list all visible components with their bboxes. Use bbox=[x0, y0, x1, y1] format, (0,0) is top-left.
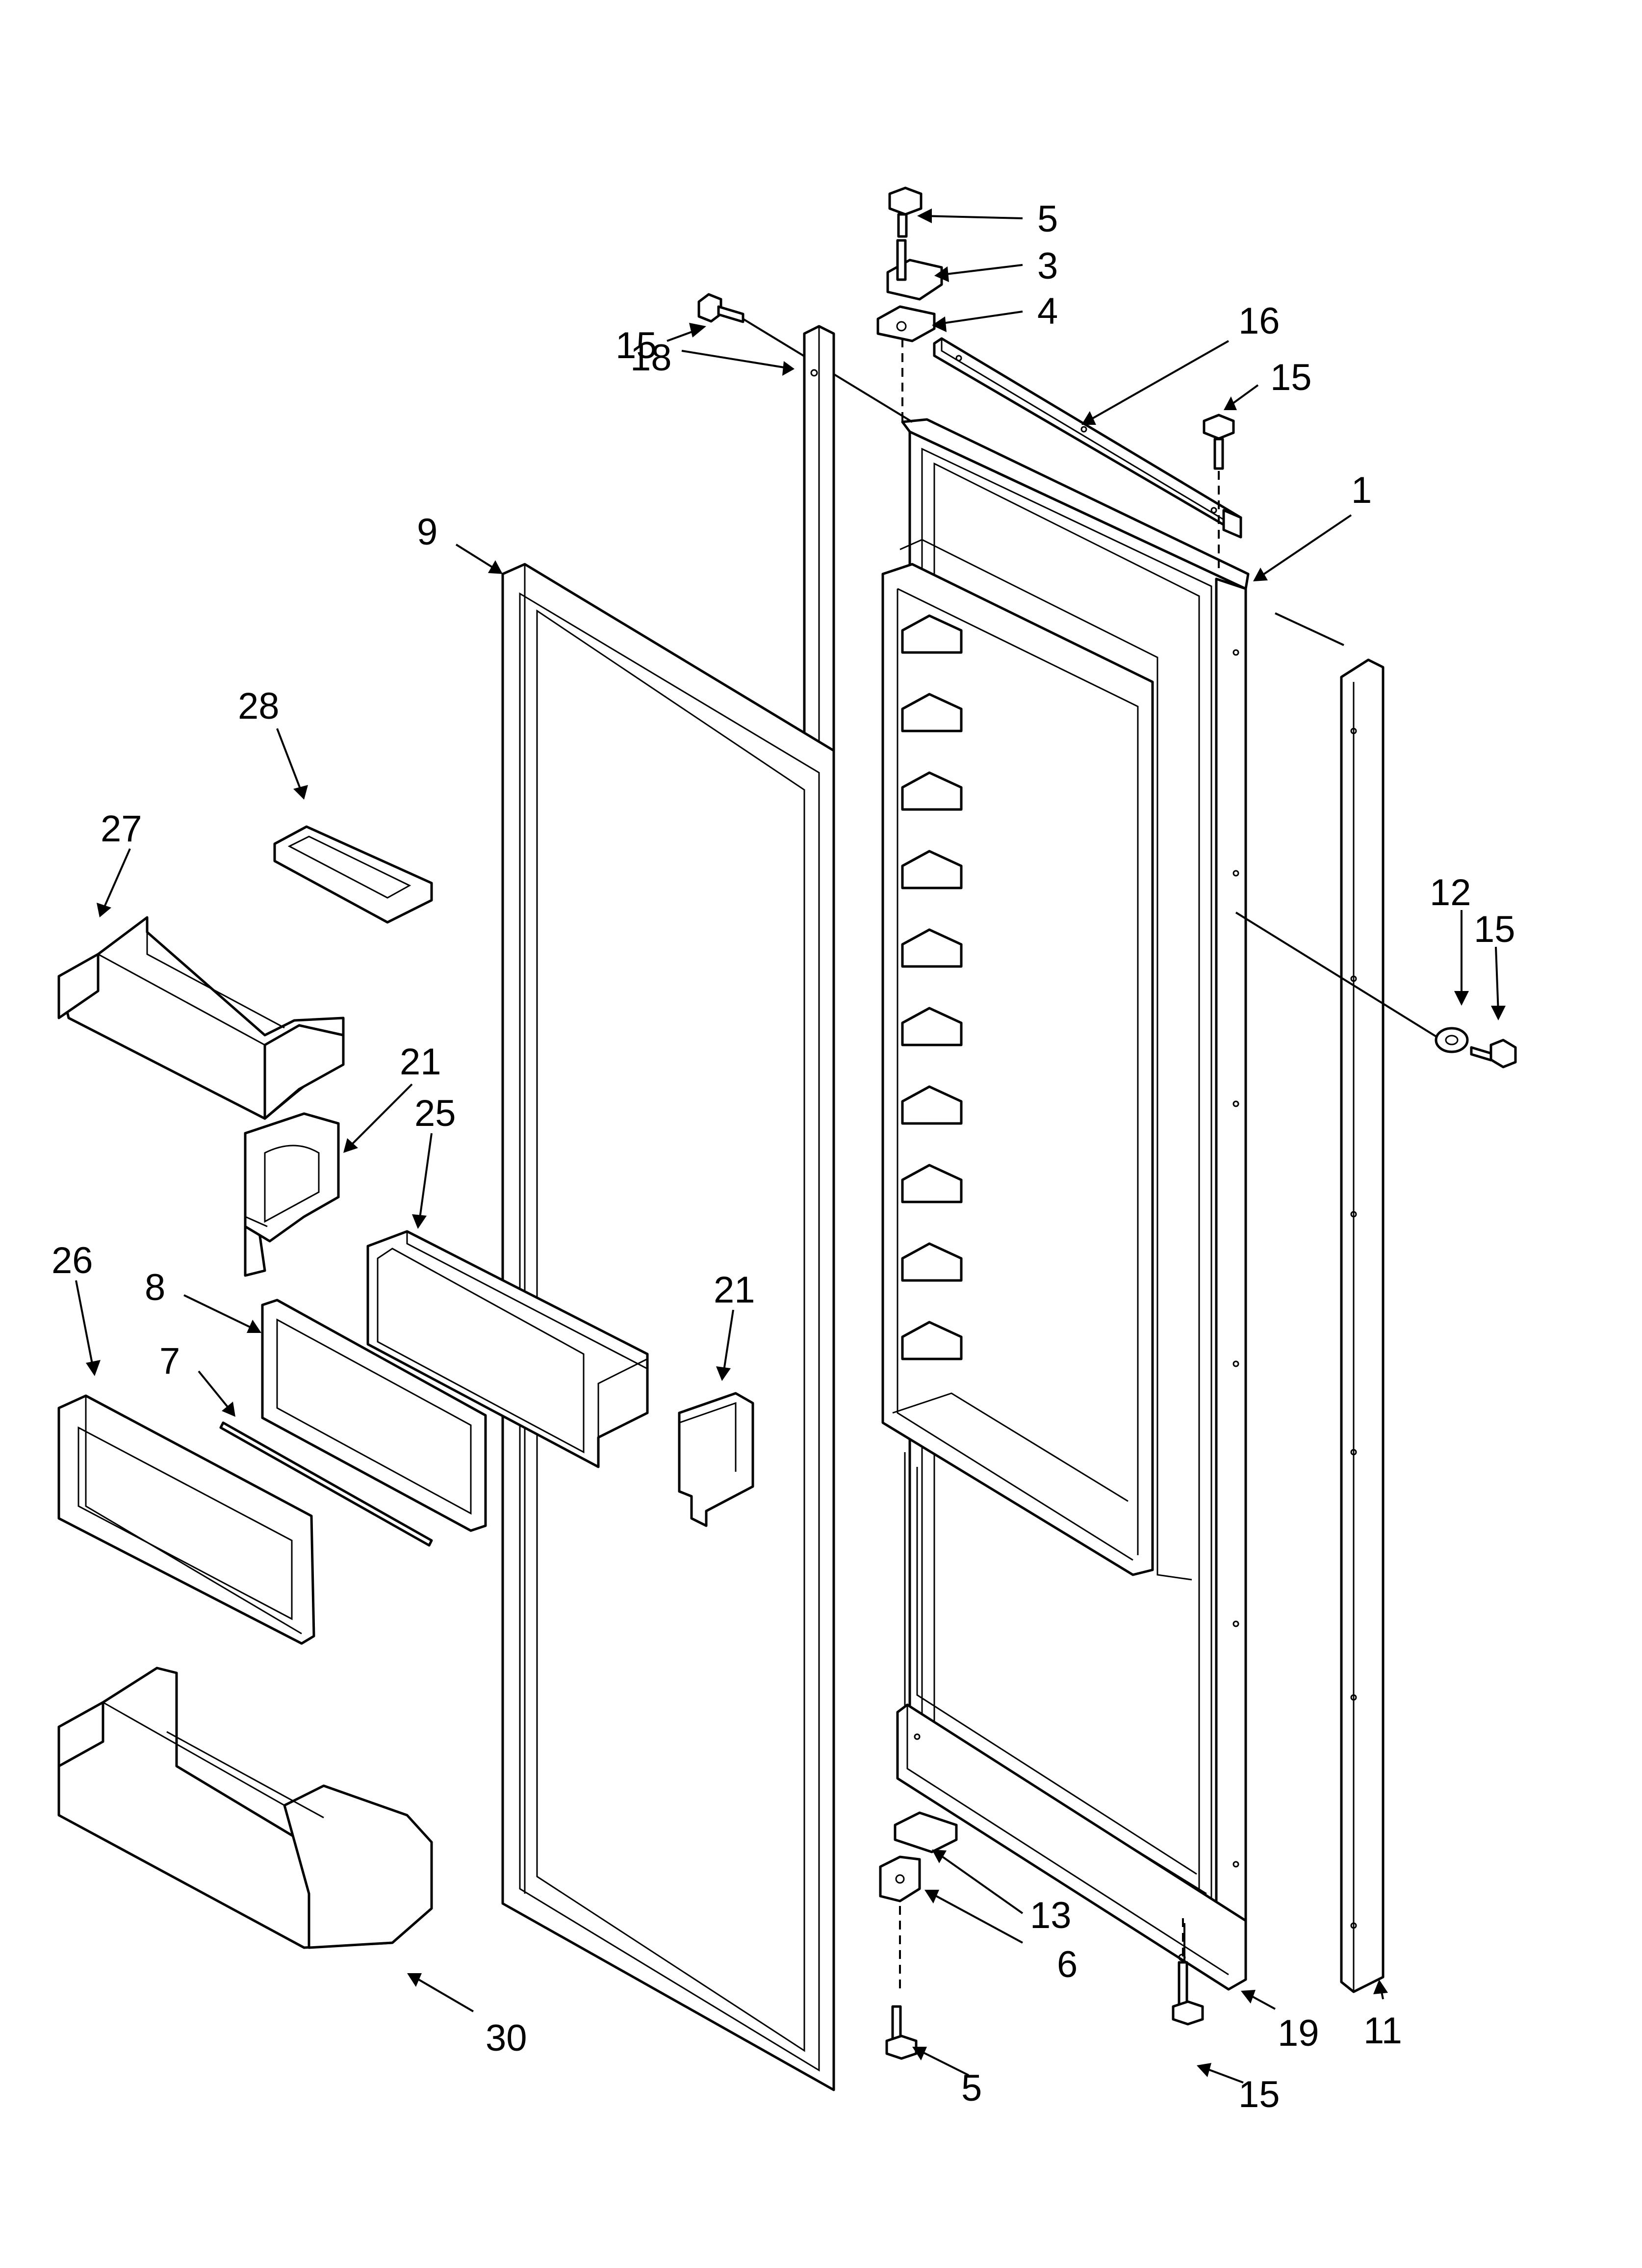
callout-label-26: 26 bbox=[51, 1240, 93, 1281]
callout-label-15-side: 15 bbox=[1474, 909, 1515, 950]
callout-label-6: 6 bbox=[1057, 1944, 1078, 1985]
callout-label-30: 30 bbox=[486, 2017, 527, 2059]
part-door-panel bbox=[881, 418, 1250, 1949]
part-lower-door-bin bbox=[57, 1667, 433, 1949]
part-bottom-trim-channel bbox=[896, 1703, 1247, 1991]
callout-label-11: 11 bbox=[1363, 2010, 1402, 2052]
callout-labels: 5 3 4 15 16 15 18 1 9 28 27 12 15 21 25 … bbox=[51, 198, 1515, 2115]
part-dairy-bin bbox=[273, 825, 433, 924]
callout-label-12: 12 bbox=[1430, 872, 1471, 913]
callout-label-19: 19 bbox=[1278, 2012, 1319, 2054]
part-bottom-hinge-assembly bbox=[879, 1811, 958, 1992]
callout-label-15-strip: 15 bbox=[616, 325, 657, 366]
callout-label-7: 7 bbox=[159, 1340, 180, 1382]
callout-label-28: 28 bbox=[238, 685, 280, 727]
callout-label-15-top-right: 15 bbox=[1270, 357, 1312, 398]
callout-label-25: 25 bbox=[414, 1093, 456, 1134]
part-window-frame bbox=[261, 1299, 487, 1532]
door-shelf-ribs bbox=[901, 614, 963, 1360]
part-washer-and-screw bbox=[1235, 912, 1517, 1069]
callout-label-21-right: 21 bbox=[714, 1269, 755, 1311]
screw-bottom-right bbox=[1172, 1918, 1204, 2026]
part-bin-housing bbox=[366, 1230, 649, 1468]
callout-label-9: 9 bbox=[417, 511, 437, 553]
callout-label-5-top: 5 bbox=[1037, 198, 1058, 240]
callout-label-1: 1 bbox=[1351, 469, 1372, 511]
callout-label-13: 13 bbox=[1030, 1895, 1072, 1936]
screw-bottom-left bbox=[885, 2005, 918, 2060]
part-side-trim bbox=[1275, 612, 1385, 1993]
part-top-hinge-assembly bbox=[876, 186, 943, 422]
callout-label-4: 4 bbox=[1037, 290, 1058, 332]
callout-label-5-bottom: 5 bbox=[961, 2067, 982, 2109]
callout-label-27: 27 bbox=[101, 808, 142, 850]
callout-label-3: 3 bbox=[1037, 245, 1058, 287]
part-bracket-left bbox=[244, 1112, 340, 1277]
callout-label-16: 16 bbox=[1238, 300, 1280, 342]
callout-label-8: 8 bbox=[145, 1267, 165, 1308]
callout-leaders bbox=[75, 209, 1506, 2084]
callout-label-21-left: 21 bbox=[400, 1041, 441, 1083]
part-shelf-front bbox=[57, 1394, 315, 1645]
part-top-trim-channel bbox=[933, 337, 1242, 539]
part-door-gasket bbox=[501, 563, 835, 2091]
callout-label-15-bottom: 15 bbox=[1238, 2074, 1280, 2115]
screw-top-right bbox=[1203, 414, 1235, 569]
part-bracket-right bbox=[678, 1392, 754, 1527]
part-upper-door-bin bbox=[57, 916, 345, 1120]
part-rod bbox=[219, 1421, 433, 1547]
callout-label-18: 18 bbox=[630, 337, 672, 379]
